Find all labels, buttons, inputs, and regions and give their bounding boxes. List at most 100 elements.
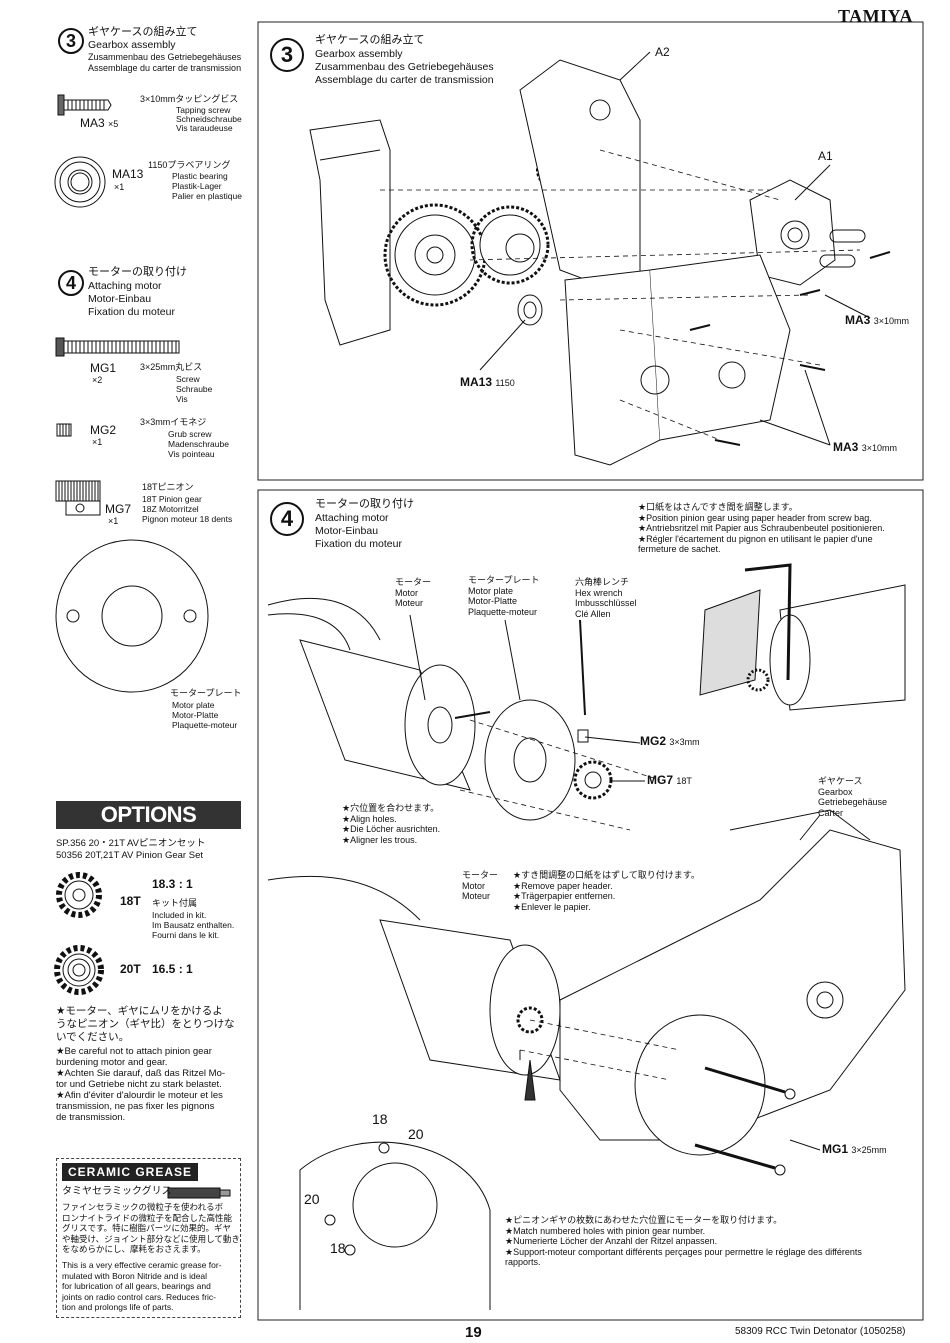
grease-ja-text: ファインセラミックの微粒子を使われるボ ロンナイトライドの微粒子を配合した高性能… <box>62 1202 240 1255</box>
step3-title-en: Gearbox assembly <box>88 39 176 51</box>
motor-plate-label-de: Motor-Platte <box>468 596 518 606</box>
grease-ja-title: タミヤセラミックグリス <box>62 1186 172 1197</box>
ma3-fr: Vis taraudeuse <box>176 123 233 133</box>
align-holes-note: ★穴位置を合わせます。 ★Align holes. ★Die Löcher au… <box>342 803 440 845</box>
mg7-callout: MG7 18T <box>647 773 692 787</box>
paper-note: ★口紙をはさんですき間を調整します。 ★Position pinion gear… <box>638 502 885 555</box>
motor-label-ja: モーター <box>395 577 432 587</box>
options-banner: OPTIONS <box>56 801 241 829</box>
hex-wrench-label-de: Imbusschlüssel <box>575 598 637 608</box>
motorplate-de: Motor-Platte <box>172 710 219 720</box>
option-20t-ratio: 16.5 : 1 <box>152 962 193 976</box>
mg1-fr: Vis <box>176 394 188 404</box>
mg2-callout: MG2 3×3mm <box>640 734 700 748</box>
remove-paper-note: ★すき間調整の口紙をはずして取り付けます。 ★Remove paper head… <box>513 870 700 912</box>
page-number: 19 <box>465 1324 482 1341</box>
grease-en-line4: joints on radio control cars. Reduces fr… <box>62 1291 217 1302</box>
match-holes-de: ★Numerierte Löcher der Anzahl der Ritzel… <box>505 1236 718 1246</box>
match-holes-fr2: rapports. <box>505 1257 541 1267</box>
mg2-code: MG2 <box>90 423 117 437</box>
motor-plate-label-fr: Plaquette-moteur <box>468 606 538 617</box>
motor-label-en: Motor <box>395 587 419 598</box>
paper-note-fr1: ★Régler l'écartement du pignon en utilis… <box>638 533 873 544</box>
remove-paper-ja: ★すき間調整の口紙をはずして取り付けます。 <box>513 870 700 880</box>
step3-panel <box>257 21 924 481</box>
gearbox-label-en: Gearbox <box>818 786 853 797</box>
grease-en-line5: tion and prolongs life of parts. <box>62 1302 174 1312</box>
motorplate-fr: Plaquette-moteur <box>172 720 238 730</box>
warning-ja-line1: ★モーター、ギヤにムリをかけるよ <box>56 1005 223 1017</box>
paper-note-ja: ★口紙をはさんですき間を調整します。 <box>638 502 798 512</box>
mg1-qty: ×2 <box>92 375 103 385</box>
mg1-de: Schraube <box>176 384 213 394</box>
grease-ja-line3: グリスです。特に樹脂パーツに効果的。ギヤ <box>62 1223 231 1233</box>
grease-ja-line2: ロンナイトライドの微粒子を配合した高性能 <box>62 1212 233 1223</box>
hole-number-20-left: 20 <box>304 1191 320 1207</box>
step4-title-en: Attaching motor <box>88 280 162 292</box>
gearbox-exploded-drawing <box>309 51 891 466</box>
gearbox-label-fr: Carter <box>818 807 844 818</box>
ma13-ja: 1150プラベアリング <box>148 160 231 170</box>
ma13-label: MA13 1150 <box>460 375 515 389</box>
ma13-de: Plastik-Lager <box>172 181 222 191</box>
ma3-top-label: MA3 3×10mm <box>845 313 909 327</box>
warning-en-line2: burdening motor and gear. <box>56 1057 168 1068</box>
part-a1-label: A1 <box>818 149 833 163</box>
hex-wrench-label: 六角棒レンチ Hex wrench Imbusschlüssel Clé All… <box>575 577 637 619</box>
options-warning-multi: ★Be careful not to attach pinion gear bu… <box>56 1046 225 1123</box>
mg7-ja: 18Tピニオン <box>142 482 194 492</box>
remove-paper-en: ★Remove paper header. <box>513 880 613 891</box>
grease-en-line3: for lubrication of all gears, bearings a… <box>62 1281 211 1291</box>
remove-paper-de: ★Trägerpapier entfernen. <box>513 891 616 901</box>
panel4-title-de: Motor-Einbau <box>315 525 379 537</box>
motor-plate-label: モータープレート Motor plate Motor-Platte Plaque… <box>468 575 539 617</box>
paper-note-de: ★Antriebsritzel mit Papier aus Schrauben… <box>638 523 885 533</box>
motor-plate-label-en: Motor plate <box>468 585 514 596</box>
step3-title-fr: Assemblage du carter de transmission <box>88 63 242 73</box>
hex-wrench-label-fr: Clé Allen <box>575 608 611 619</box>
option-18t-ratio: 18.3 : 1 <box>152 877 193 891</box>
ma3-bottom-label: MA3 3×10mm <box>833 440 897 454</box>
align-holes-fr: ★Aligner les trous. <box>342 834 418 845</box>
ceramic-grease-box <box>56 1158 241 1318</box>
mg7-en: 18T Pinion gear <box>142 494 202 504</box>
step3-title-de: Zusammenbau des Getriebegehäuses <box>88 52 242 62</box>
option-kit-ja: キット付属 <box>152 898 198 908</box>
panel3-number-badge: 3 <box>270 38 304 72</box>
motor-install-drawing <box>267 563 906 1310</box>
panel3-title-ja: ギヤケースの組み立て <box>315 34 425 46</box>
grease-en-line2: mulated with Boron Nitride and is ideal <box>62 1270 208 1281</box>
gear-18t-icon <box>56 872 102 918</box>
grease-ja-line1: ファインセラミックの微粒子を使われるボ <box>62 1202 224 1212</box>
option-20t: 20T <box>120 962 141 976</box>
grease-en-line1: This is a very effective ceramic grease … <box>62 1260 222 1270</box>
panel4-number-badge: 4 <box>270 502 304 536</box>
grease-en-text: This is a very effective ceramic grease … <box>62 1260 222 1313</box>
options-line1: SP.356 20・21T AVピニオンセット <box>56 838 206 849</box>
gearbox-label-ja: ギヤケース <box>818 776 863 786</box>
panel3-title-de: Zusammenbau des Getriebegehäuses <box>315 61 494 73</box>
step4-panel <box>257 489 924 1321</box>
option-kit-fr: Fourni dans le kit. <box>152 930 220 940</box>
ma13-en: Plastic bearing <box>172 171 228 181</box>
match-holes-ja: ★ピニオンギヤの枚数にあわせた穴位置にモーターを取り付けます。 <box>505 1215 783 1225</box>
warning-ja-line2: うなピニオン（ギヤ比）をとりつけな <box>56 1018 235 1030</box>
hex-wrench-label-ja: 六角棒レンチ <box>575 577 630 587</box>
brand-logo: TAMIYA <box>838 6 914 26</box>
option-18t: 18T <box>120 894 141 908</box>
motorplate-en: Motor plate <box>172 700 215 710</box>
warning-de-line1: ★Achten Sie darauf, daß das Ritzel Mo- <box>56 1068 226 1079</box>
motorplate-ja: モータープレート <box>170 688 242 698</box>
mg2-fr: Vis pointeau <box>168 449 215 459</box>
step4-title-de: Motor-Einbau <box>88 293 152 305</box>
gearbox-label-de: Getriebegehäuse <box>818 797 888 807</box>
options-line2: 50356 20T,21T AV Pinion Gear Set <box>56 850 203 861</box>
panel4-title-fr: Fixation du moteur <box>315 538 402 550</box>
match-holes-en: ★Match numbered holes with pinion gear n… <box>505 1225 706 1236</box>
plastic-bearing-icon <box>54 156 106 208</box>
warning-fr-line1: ★Afin d'éviter d'alourdir le moteur et l… <box>56 1090 223 1101</box>
ma13-code: MA13 <box>112 167 144 181</box>
hex-wrench-label-en: Hex wrench <box>575 587 623 598</box>
mg1-en: Screw <box>176 374 200 384</box>
